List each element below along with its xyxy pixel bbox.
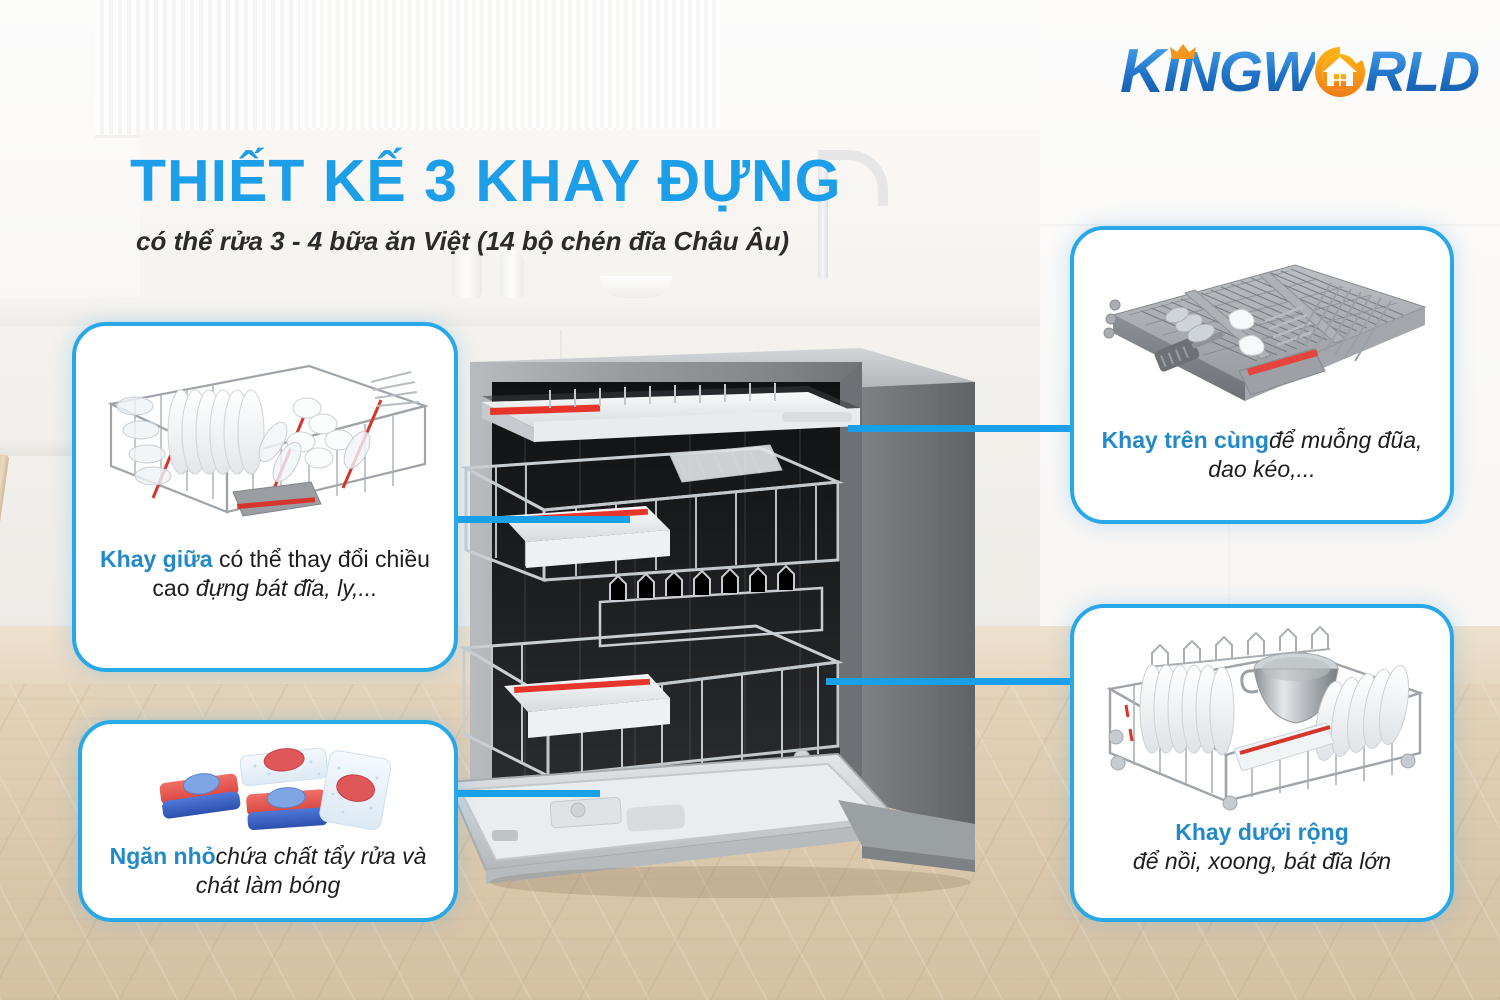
dishwasher-photo bbox=[430, 330, 1070, 900]
stainless-pot bbox=[1240, 652, 1339, 724]
top-cutlery-tray-in-unit bbox=[482, 383, 860, 442]
connector-line-detergent bbox=[440, 790, 600, 797]
bottom-basket-in-unit bbox=[459, 564, 844, 779]
wall-seam bbox=[1040, 224, 1500, 226]
detergent-tablets-photo bbox=[82, 724, 454, 838]
callout-top-cutlery-tray[interactable]: Khay trên cùngđể muỗng đũa, dao kéo,... bbox=[1070, 226, 1454, 524]
house-in-circle-icon bbox=[1312, 44, 1368, 100]
connector-line-bottom-rack bbox=[826, 678, 1088, 685]
caption-bold: Ngăn nhỏ bbox=[109, 843, 216, 869]
middle-dish-rack-photo bbox=[76, 326, 454, 543]
caption-italic: chứa chất tẩy rửa và chát làm bóng bbox=[195, 843, 427, 899]
page-title: THIẾT KẾ 3 KHAY ĐỰNG bbox=[130, 148, 842, 214]
logo-letter-k: K bbox=[1120, 37, 1164, 106]
upper-cabinets-secondary bbox=[300, 0, 720, 128]
callout-caption-middle-rack: Khay giữa có thể thay đổi chiều cao đựng… bbox=[76, 543, 454, 604]
callout-caption-top-tray: Khay trên cùngđể muỗng đũa, dao kéo,... bbox=[1074, 422, 1450, 485]
faucet-arc bbox=[818, 150, 888, 206]
logo-letter-w: W bbox=[1262, 39, 1315, 104]
faucet bbox=[818, 160, 828, 280]
crown-icon bbox=[1170, 44, 1196, 60]
connector-line-top-tray bbox=[848, 425, 1088, 432]
caption-bold: Khay trên cùng bbox=[1101, 427, 1269, 453]
vase bbox=[500, 250, 524, 298]
page-subtitle: có thể rửa 3 - 4 bữa ăn Việt (14 bộ chén… bbox=[136, 226, 790, 256]
callout-middle-rack[interactable]: Khay giữa có thể thay đổi chiều cao đựng… bbox=[72, 322, 458, 672]
middle-rack-illustration bbox=[107, 364, 429, 517]
logo-letters-rld: RLD bbox=[1364, 39, 1480, 104]
detergent-tablets-illustration bbox=[159, 747, 392, 831]
connector-line-middle-rack bbox=[440, 516, 630, 523]
caption-italic: để muỗng đũa, dao kéo,... bbox=[1208, 427, 1423, 483]
cutlery-tray-photo bbox=[1074, 230, 1450, 422]
caption-bold-line: Khay dưới rộng bbox=[1175, 819, 1349, 845]
backsplash bbox=[140, 130, 1040, 305]
dishwasher-illustration bbox=[446, 348, 975, 898]
cutlery-tray-illustration bbox=[1103, 264, 1427, 401]
caption-italic: đựng bát đĩa, ly,... bbox=[195, 575, 378, 602]
callout-caption-bottom-rack: Khay dưới rộng để nồi, xoong, bát đĩa lớ… bbox=[1074, 816, 1450, 877]
bowl bbox=[600, 276, 672, 298]
caption-bold: Khay giữa bbox=[100, 546, 213, 572]
callout-caption-detergent: Ngăn nhỏchứa chất tẩy rửa và chát làm bó… bbox=[82, 838, 454, 901]
vase bbox=[452, 236, 482, 298]
detergent-dispenser bbox=[549, 796, 622, 829]
bottom-dish-rack-photo bbox=[1074, 608, 1450, 816]
callout-bottom-rack[interactable]: Khay dưới rộng để nồi, xoong, bát đĩa lớ… bbox=[1070, 604, 1454, 922]
callout-detergent-compartment[interactable]: Ngăn nhỏchứa chất tẩy rửa và chát làm bó… bbox=[78, 720, 458, 922]
caption-rest: có thể thay đổi chiều cao bbox=[152, 546, 430, 602]
bottom-rack-illustration bbox=[1106, 625, 1424, 811]
caption-italic-line: để nồi, xoong, bát đĩa lớn bbox=[1132, 848, 1392, 875]
